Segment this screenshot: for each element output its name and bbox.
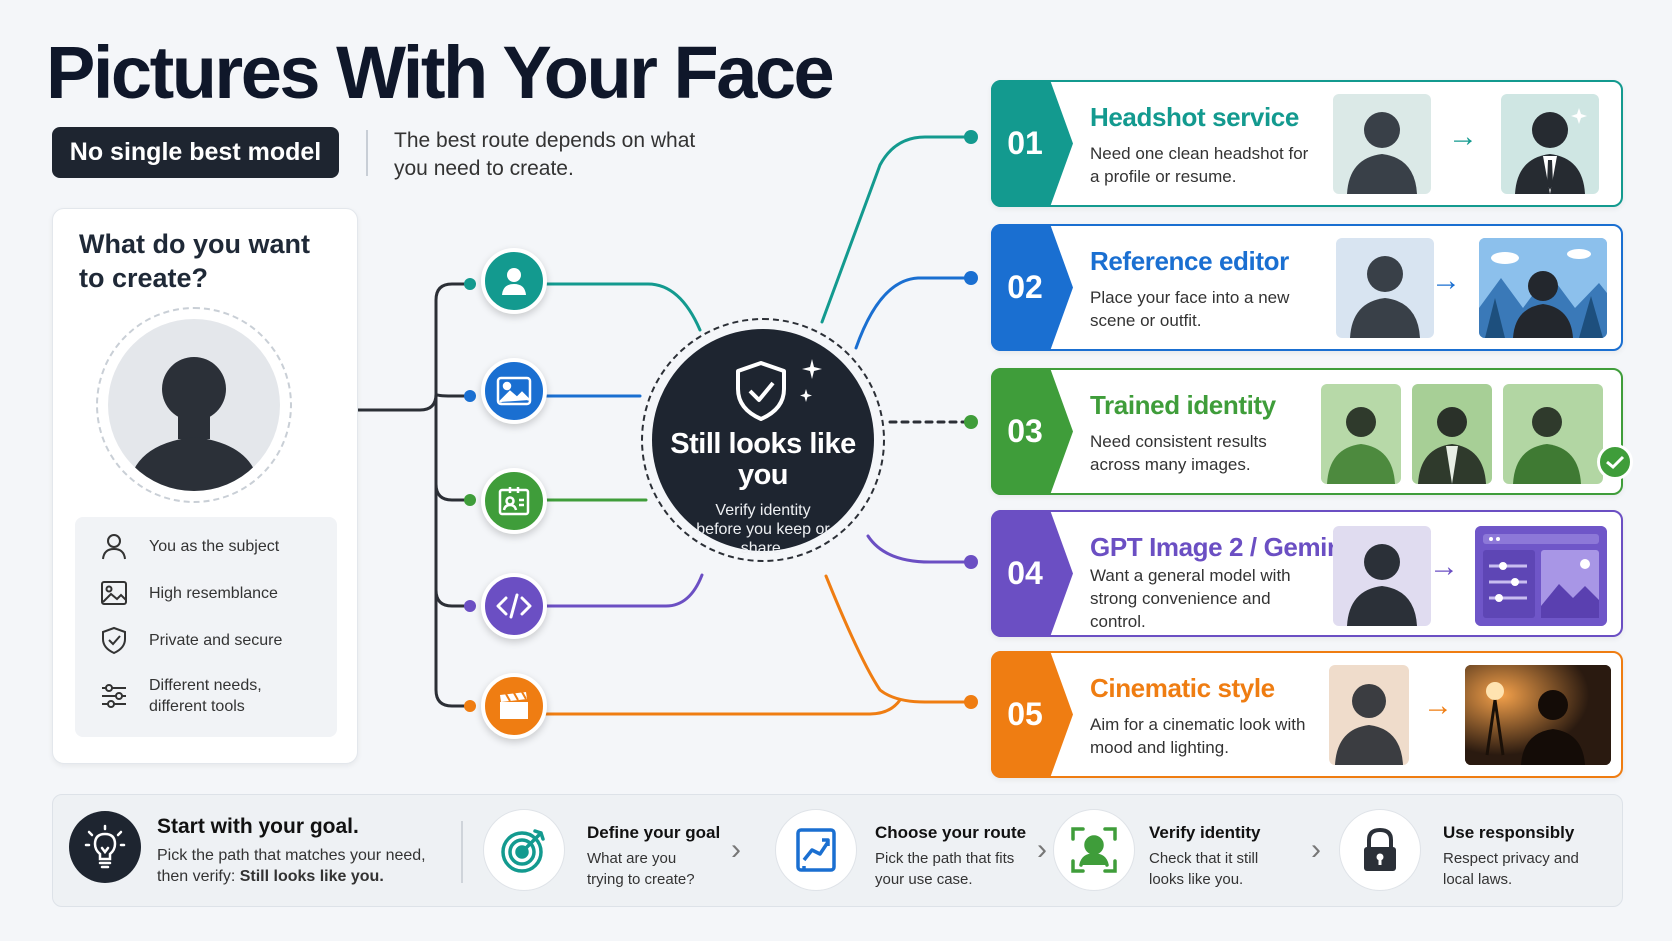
chevron-right-icon: › bbox=[731, 833, 741, 866]
arrow-right-icon: → bbox=[1429, 550, 1459, 583]
link-teal-in bbox=[544, 282, 702, 332]
branch-image-icon[interactable] bbox=[481, 358, 547, 424]
route-description: Need one clean headshot for a profile or… bbox=[1090, 144, 1309, 186]
branch-user-icon[interactable] bbox=[481, 248, 547, 314]
route-title: Cinematic style bbox=[1090, 673, 1275, 703]
branch-clapperboard-icon[interactable] bbox=[481, 673, 547, 739]
route-card-02[interactable]: 02 Reference editor Place your face into… bbox=[991, 224, 1623, 351]
link-purple-out bbox=[866, 534, 972, 564]
footer-divider bbox=[461, 821, 463, 883]
no-single-best-badge: No single best model bbox=[52, 127, 339, 178]
before-photo-thumbnail bbox=[1333, 94, 1431, 194]
route-description: Aim for a cinematic look with mood and l… bbox=[1090, 715, 1306, 757]
shield-check-icon bbox=[736, 361, 786, 421]
route-number: 02 bbox=[991, 224, 1073, 351]
avatar-ring bbox=[96, 307, 292, 503]
identity-photo-thumbnail bbox=[1321, 384, 1401, 484]
image-icon bbox=[101, 581, 127, 605]
chevron-right-icon: › bbox=[1311, 833, 1321, 866]
route-card-04[interactable]: 04 GPT Image 2 / Gemini Want a general m… bbox=[991, 510, 1623, 637]
sliders-icon bbox=[102, 684, 126, 708]
before-photo-thumbnail bbox=[1333, 526, 1431, 626]
after-photo-thumbnail bbox=[1501, 94, 1599, 194]
check-badge-icon bbox=[1597, 444, 1633, 480]
hub-subtitle: Verify identity before you keep or share… bbox=[696, 502, 830, 557]
shield-check-icon bbox=[102, 626, 126, 655]
route-number: 04 bbox=[991, 510, 1073, 637]
end-node-04 bbox=[964, 555, 978, 569]
end-node-05 bbox=[964, 695, 978, 709]
page-subtitle: The best route depends on what you need … bbox=[394, 129, 696, 180]
left-panel-question: What do you want to create? bbox=[79, 229, 310, 293]
face-scan-icon bbox=[1053, 809, 1135, 891]
route-title: Headshot service bbox=[1090, 102, 1299, 132]
before-photo-thumbnail bbox=[1336, 238, 1434, 338]
route-card-05[interactable]: 05 Cinematic style Aim for a cinematic l… bbox=[991, 651, 1623, 778]
route-title: Reference editor bbox=[1090, 246, 1289, 276]
feature-item: You as the subject bbox=[99, 531, 279, 561]
end-node-03 bbox=[964, 415, 978, 429]
target-icon bbox=[483, 809, 565, 891]
user-outline-icon bbox=[102, 534, 126, 560]
node-teal bbox=[464, 278, 476, 290]
lightbulb-icon bbox=[69, 811, 141, 883]
link-orange-out bbox=[824, 574, 972, 704]
identity-photo-thumbnail bbox=[1503, 384, 1603, 484]
left-panel: What do you want to create? You as the s… bbox=[52, 208, 358, 764]
route-description: Need consistent results across many imag… bbox=[1090, 432, 1267, 474]
route-title: Trained identity bbox=[1090, 390, 1276, 420]
hub-ring bbox=[641, 318, 885, 562]
node-purple bbox=[464, 600, 476, 612]
arrow-right-icon: → bbox=[1431, 264, 1461, 297]
before-photo-thumbnail bbox=[1329, 665, 1409, 765]
feature-item: High resemblance bbox=[99, 578, 278, 608]
route-number: 03 bbox=[991, 368, 1073, 495]
link-teal-out bbox=[820, 135, 972, 324]
identity-photo-thumbnail bbox=[1412, 384, 1492, 484]
cinematic-photo-thumbnail bbox=[1465, 665, 1611, 765]
feature-item: Different needs, different tools bbox=[99, 675, 299, 717]
route-number: 05 bbox=[991, 651, 1073, 778]
link-orange-in bbox=[544, 698, 902, 716]
node-green bbox=[464, 494, 476, 506]
arrow-right-icon: → bbox=[1448, 120, 1478, 153]
route-description: Want a general model with strong conveni… bbox=[1090, 566, 1291, 631]
branch-id-card-icon[interactable] bbox=[481, 468, 547, 534]
lock-icon bbox=[1339, 809, 1421, 891]
page-title: Pictures With Your Face bbox=[46, 31, 835, 114]
link-blue-out bbox=[854, 276, 972, 350]
footer-title: Start with your goal. bbox=[157, 815, 359, 838]
route-card-01[interactable]: 01 Headshot service Need one clean heads… bbox=[991, 80, 1623, 207]
avatar-silhouette-icon bbox=[108, 319, 280, 491]
hub-circle: Still looks like you Verify identity bef… bbox=[652, 329, 874, 557]
scene-photo-thumbnail bbox=[1479, 238, 1607, 338]
link-purple-in bbox=[544, 573, 704, 608]
hub-title: Still looks like you bbox=[670, 428, 856, 491]
bottom-bar: Start with your goal. Pick the path that… bbox=[52, 794, 1623, 907]
route-description: Place your face into a new scene or outf… bbox=[1090, 288, 1290, 330]
footer-description: Pick the path that matches your need, th… bbox=[157, 847, 426, 885]
end-node-02 bbox=[964, 271, 978, 285]
route-number: 01 bbox=[991, 80, 1073, 207]
branch-code-icon[interactable] bbox=[481, 573, 547, 639]
arrow-right-icon: → bbox=[1423, 689, 1453, 722]
header-divider bbox=[366, 130, 368, 176]
end-node-01 bbox=[964, 130, 978, 144]
node-orange bbox=[464, 700, 476, 712]
route-title: GPT Image 2 / Gemini bbox=[1090, 532, 1350, 562]
feature-list: You as the subject High resemblance Priv… bbox=[75, 517, 337, 737]
node-blue bbox=[464, 390, 476, 402]
feature-item: Private and secure bbox=[99, 625, 282, 655]
route-icon bbox=[775, 809, 857, 891]
route-card-03[interactable]: 03 Trained identity Need consistent resu… bbox=[991, 368, 1633, 495]
sparkle-icon bbox=[800, 359, 822, 402]
chevron-right-icon: › bbox=[1037, 833, 1047, 866]
editor-ui-thumbnail bbox=[1475, 526, 1607, 626]
